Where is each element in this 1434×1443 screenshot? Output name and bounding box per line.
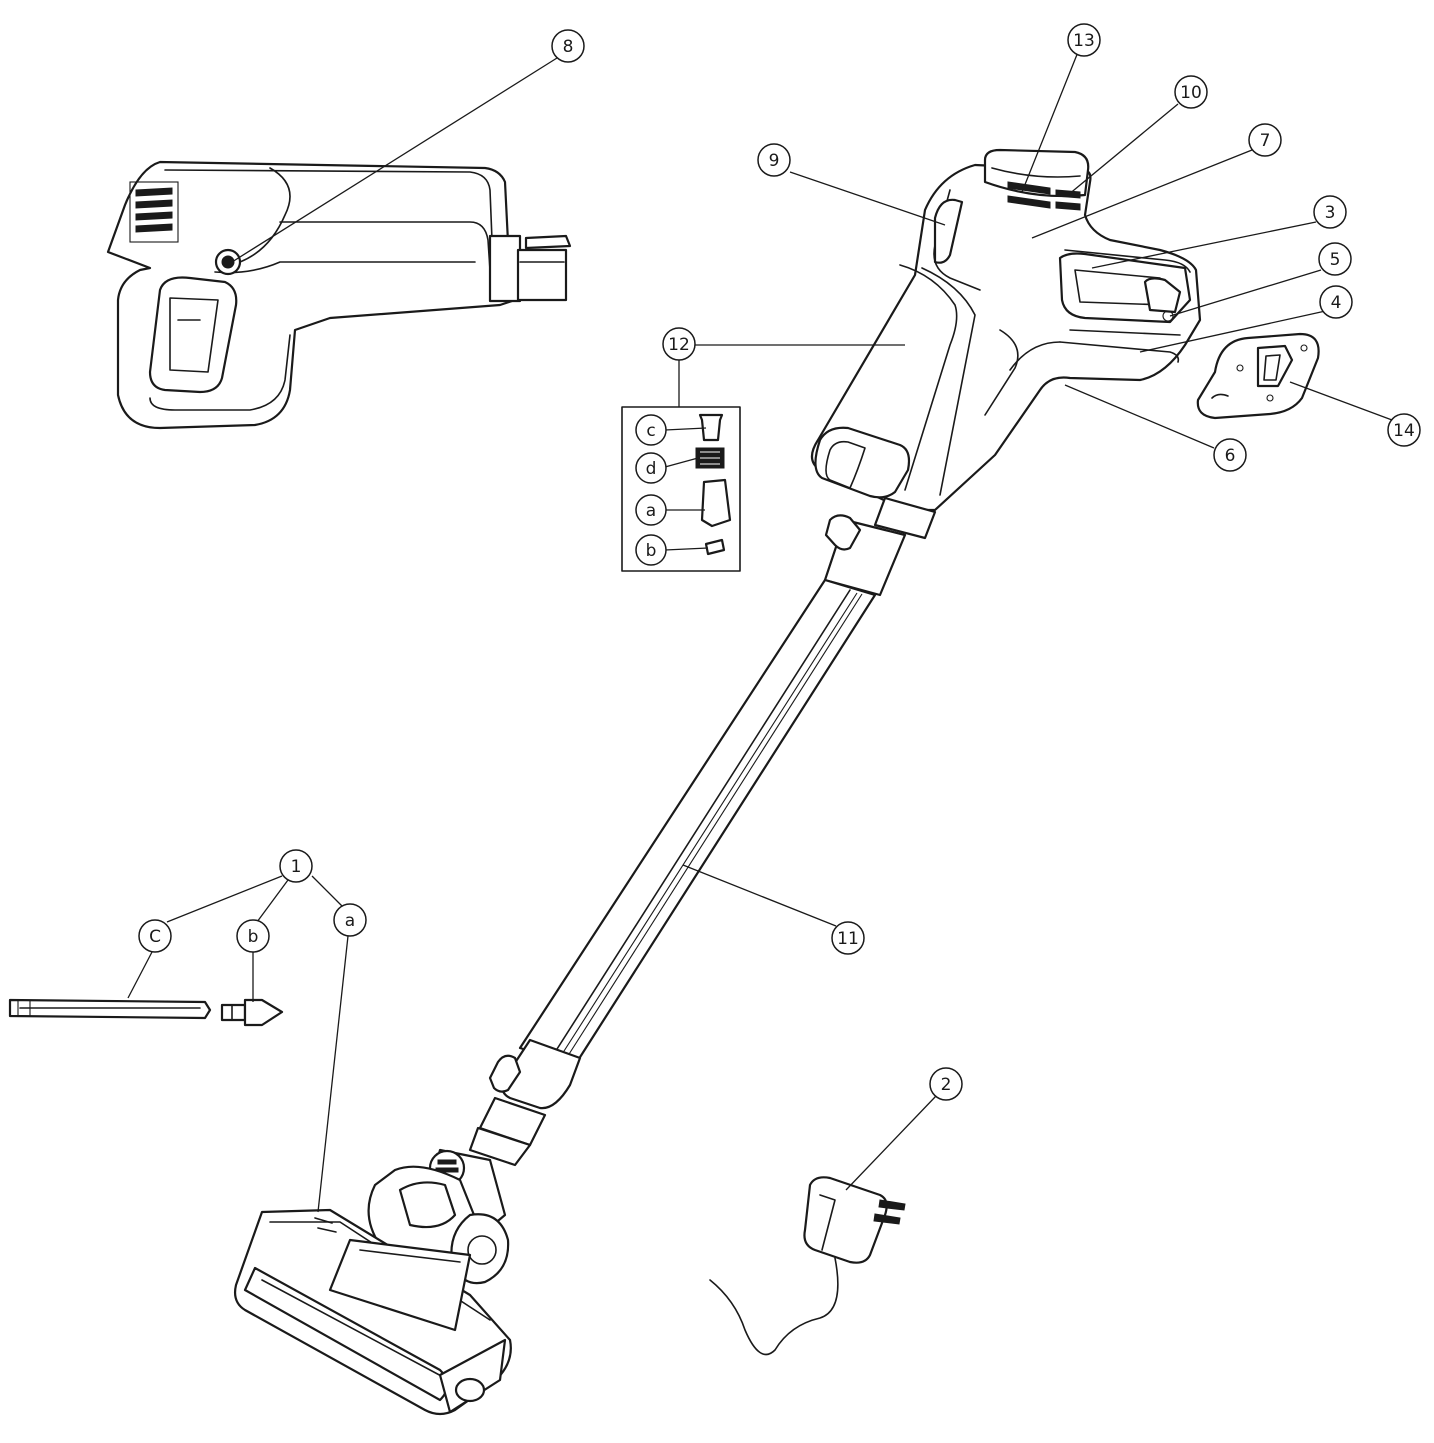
svg-text:5: 5 bbox=[1330, 250, 1341, 270]
callout-7: 7 bbox=[1248, 123, 1282, 157]
power-button-icon bbox=[214, 248, 242, 276]
svg-text:7: 7 bbox=[1260, 131, 1271, 151]
extension-tube bbox=[468, 514, 907, 1167]
svg-text:3: 3 bbox=[1325, 203, 1336, 223]
callout-1c: C bbox=[138, 919, 172, 953]
callout-5: 5 bbox=[1318, 242, 1352, 276]
svg-text:1: 1 bbox=[291, 857, 302, 877]
svg-text:8: 8 bbox=[563, 37, 574, 57]
svg-text:a: a bbox=[345, 911, 355, 931]
svg-text:2: 2 bbox=[941, 1075, 952, 1095]
floor-brush-head bbox=[233, 1148, 512, 1416]
handle-unit-view bbox=[106, 160, 572, 430]
callout-9: 9 bbox=[757, 143, 791, 177]
callout-12a: a bbox=[635, 494, 667, 526]
callout-12d: d bbox=[635, 452, 667, 484]
svg-text:10: 10 bbox=[1180, 83, 1202, 103]
callout-3: 3 bbox=[1313, 195, 1347, 229]
svg-text:d: d bbox=[646, 459, 657, 479]
callout-6: 6 bbox=[1213, 438, 1247, 472]
wall-bracket bbox=[1196, 332, 1320, 420]
charger-adapter bbox=[709, 1176, 906, 1356]
crevice-tool bbox=[8, 998, 212, 1020]
callout-1b: b bbox=[236, 919, 270, 953]
svg-text:13: 13 bbox=[1073, 31, 1095, 51]
callout-1: 1 bbox=[279, 849, 313, 883]
svg-text:c: c bbox=[646, 421, 655, 441]
svg-text:11: 11 bbox=[837, 929, 859, 949]
svg-text:14: 14 bbox=[1393, 421, 1415, 441]
svg-text:9: 9 bbox=[769, 151, 780, 171]
callout-14: 14 bbox=[1387, 413, 1421, 447]
callout-1a: a bbox=[333, 903, 367, 937]
svg-text:a: a bbox=[646, 501, 656, 521]
callout-10: 10 bbox=[1174, 75, 1208, 109]
callout-12: 12 bbox=[662, 327, 696, 361]
callout-11: 11 bbox=[831, 921, 865, 955]
adapter-nozzle bbox=[220, 998, 284, 1027]
callout-8: 8 bbox=[551, 29, 585, 63]
callout-4: 4 bbox=[1319, 285, 1353, 319]
svg-text:6: 6 bbox=[1225, 446, 1236, 466]
vent-slots-icon bbox=[129, 181, 179, 243]
exhaust-grille-icon bbox=[1007, 181, 1081, 211]
svg-text:b: b bbox=[646, 541, 657, 561]
callout-12b: b bbox=[635, 534, 667, 566]
callout-2: 2 bbox=[929, 1067, 963, 1101]
main-body-view bbox=[810, 148, 1202, 540]
callout-12c: c bbox=[635, 414, 667, 446]
leader-lines bbox=[127, 51, 1393, 1213]
callout-13: 13 bbox=[1067, 23, 1101, 57]
svg-text:12: 12 bbox=[668, 335, 690, 355]
svg-text:4: 4 bbox=[1331, 293, 1342, 313]
svg-text:C: C bbox=[149, 927, 161, 947]
svg-text:b: b bbox=[248, 927, 259, 947]
